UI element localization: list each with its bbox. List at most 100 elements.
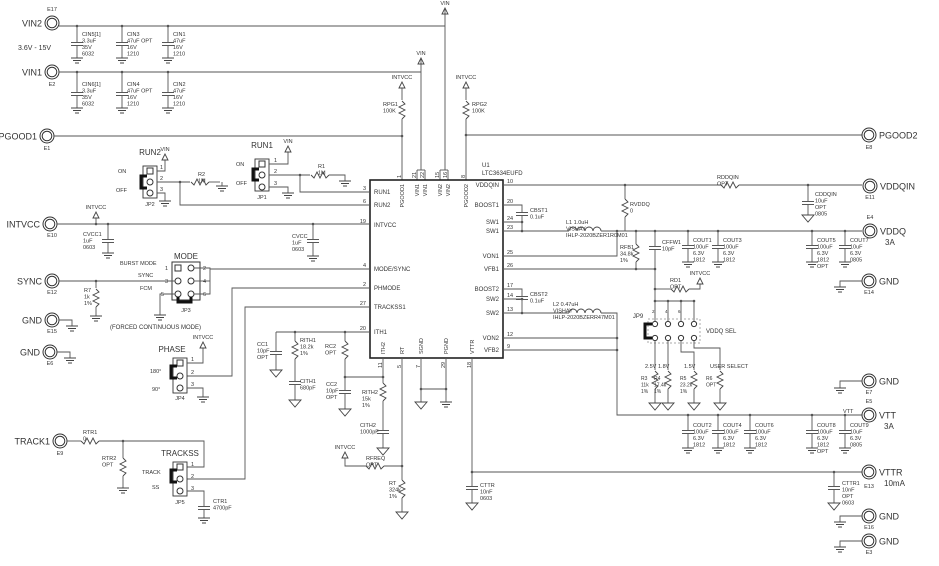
terminal-vin2[interactable] bbox=[44, 15, 60, 31]
jumper-ref: JP9 bbox=[633, 314, 644, 320]
terminal-track1[interactable] bbox=[52, 433, 68, 449]
label-line: 10pF bbox=[662, 247, 675, 253]
terminal-ring-inner bbox=[863, 375, 875, 387]
wire bbox=[187, 490, 205, 506]
terminal-gnd[interactable] bbox=[861, 533, 877, 549]
label-line: 1000pF bbox=[360, 430, 379, 436]
label-line: 10uF bbox=[815, 199, 828, 205]
label-line: 1210 bbox=[127, 102, 139, 108]
wire bbox=[187, 306, 370, 480]
terminal-ring-inner bbox=[863, 129, 875, 141]
wire bbox=[839, 540, 862, 547]
terminal-vttr[interactable] bbox=[861, 464, 877, 480]
terminal-gnd[interactable] bbox=[861, 273, 877, 289]
label-line: 1% bbox=[300, 351, 308, 357]
label-line: COUT4 bbox=[723, 423, 742, 429]
pin-number: 3 bbox=[191, 382, 194, 388]
label-line: R2 bbox=[198, 172, 205, 178]
pin-number: 4 bbox=[665, 309, 668, 314]
label-line: COUT6 bbox=[755, 423, 774, 429]
label-line: OPT bbox=[366, 463, 378, 469]
label-line: R3 bbox=[641, 376, 648, 382]
jumper-pin bbox=[258, 183, 266, 191]
label-line: RITH1 bbox=[300, 338, 316, 344]
ground-icon bbox=[216, 185, 228, 192]
ic-pin-number: 29 bbox=[441, 362, 447, 368]
ground-icon bbox=[71, 57, 83, 64]
terminal-gnd[interactable] bbox=[44, 312, 60, 328]
ground-icon bbox=[648, 402, 662, 411]
ic-pin-number: 2 bbox=[363, 282, 366, 288]
terminal-ring-inner bbox=[46, 17, 58, 29]
ground-icon bbox=[682, 447, 694, 454]
terminal-vddqin[interactable] bbox=[862, 178, 878, 194]
resistor-symbol bbox=[310, 170, 330, 180]
label-line: 10nF bbox=[842, 488, 855, 494]
terminal-ring-inner bbox=[41, 130, 53, 142]
label-line: 1812 bbox=[723, 258, 735, 264]
label-line: 0603 bbox=[83, 245, 95, 251]
voltage-select-label: 1.5V bbox=[684, 364, 696, 370]
label-line: 1uF bbox=[292, 241, 302, 247]
label-line: L2 0.47uH bbox=[553, 302, 578, 308]
wire bbox=[157, 192, 166, 201]
terminal-vtt[interactable] bbox=[861, 407, 877, 423]
label-line: RFB1 bbox=[620, 245, 634, 251]
terminal-vddq[interactable] bbox=[862, 223, 878, 239]
ic-pin-name: RUN2 bbox=[374, 203, 391, 209]
ic-pin-name: SW2 bbox=[486, 311, 500, 317]
label-line: CDDQIN bbox=[815, 192, 837, 198]
terminal-gnd[interactable] bbox=[42, 344, 58, 360]
ic-pin-name: VON2 bbox=[483, 336, 500, 342]
terminal-ref: E3 bbox=[866, 550, 873, 556]
junction-dot bbox=[400, 134, 404, 138]
label-line: CFFW1 bbox=[662, 240, 681, 246]
wire bbox=[187, 387, 204, 397]
terminal-ring-inner bbox=[863, 275, 875, 287]
junction-dot bbox=[520, 220, 524, 224]
label-line: CIN5[1] bbox=[82, 32, 101, 38]
label-line: 47uF OPT bbox=[127, 89, 153, 95]
label-line: 3.3uF bbox=[82, 39, 97, 45]
ic-pin-name: ITH1 bbox=[374, 330, 388, 336]
resistor-symbol bbox=[650, 370, 660, 390]
ic-pin-number: 17 bbox=[507, 283, 513, 289]
terminal-intvcc[interactable] bbox=[42, 216, 58, 232]
terminal-pgood2[interactable] bbox=[861, 127, 877, 143]
jumper-option: ON bbox=[236, 162, 244, 168]
power-arrow-icon bbox=[417, 56, 425, 65]
terminal-gnd[interactable] bbox=[861, 373, 877, 389]
label-line: 1% bbox=[620, 258, 628, 264]
terminal-ring-inner bbox=[44, 218, 56, 230]
ic-pin-number: 21 bbox=[412, 172, 418, 178]
label-line: 3.3uF bbox=[82, 89, 97, 95]
terminal-label: VDDQ bbox=[880, 227, 906, 237]
ground-icon bbox=[90, 315, 102, 322]
wire bbox=[344, 458, 366, 467]
junction-dot bbox=[634, 267, 638, 271]
pin-number: 1 bbox=[191, 357, 194, 363]
terminal-pgood1[interactable] bbox=[39, 128, 55, 144]
terminal-ref: E8 bbox=[866, 145, 873, 151]
terminal-gnd[interactable] bbox=[861, 508, 877, 524]
pin-number: 5 bbox=[161, 292, 164, 298]
ic-pin-number: 19 bbox=[360, 219, 366, 225]
ic-pin-name: VFB1 bbox=[484, 267, 500, 273]
jumper-pin bbox=[146, 178, 154, 186]
ground-icon bbox=[288, 399, 302, 408]
label-line: 16V bbox=[127, 45, 137, 51]
ic-pin-name: PGOOD1 bbox=[400, 184, 406, 208]
label-line: RC2 bbox=[325, 344, 336, 350]
terminal-ref: E14 bbox=[864, 290, 874, 296]
ic-pin-name: VFB2 bbox=[484, 348, 500, 354]
terminal-vin1[interactable] bbox=[44, 64, 60, 80]
label-line: 680pF bbox=[300, 386, 316, 392]
terminal-sync[interactable] bbox=[44, 273, 60, 289]
